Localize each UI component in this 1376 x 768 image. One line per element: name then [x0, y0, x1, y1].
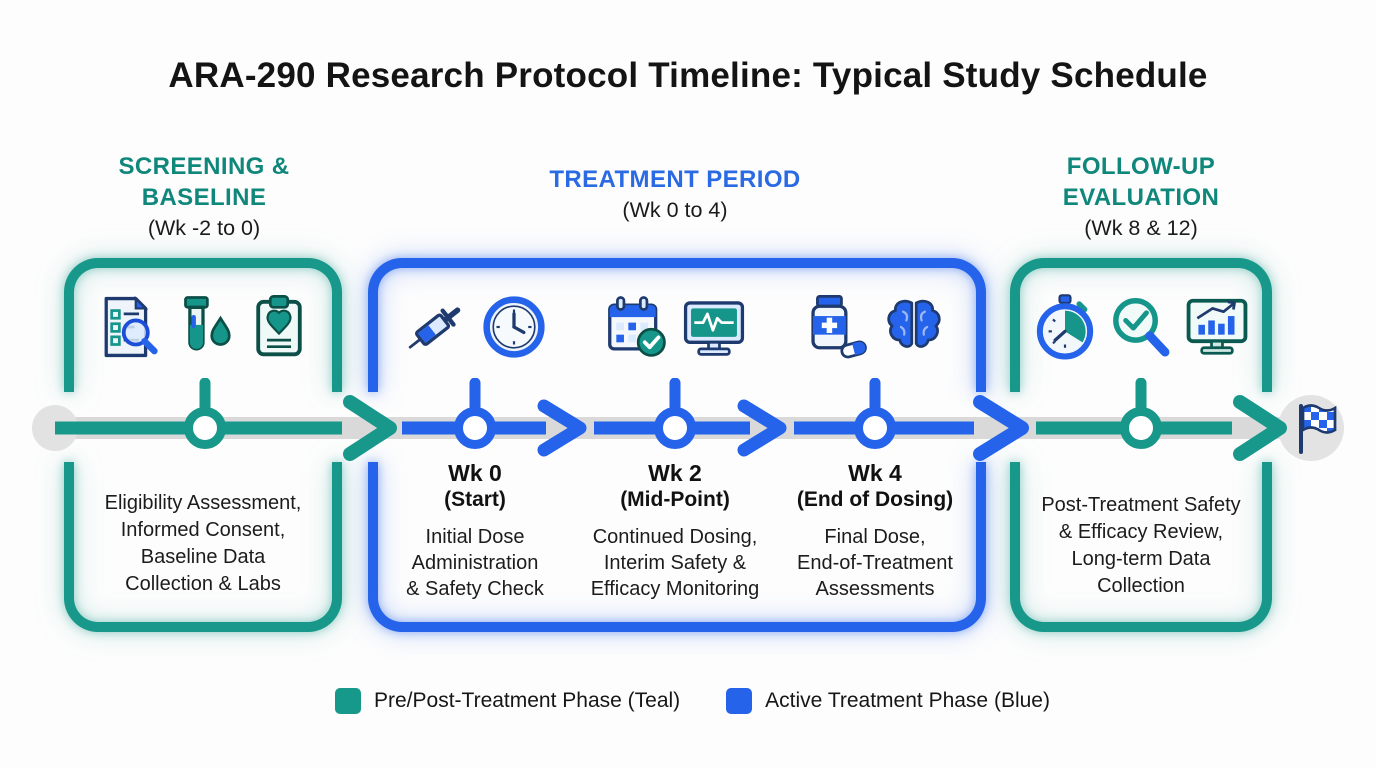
screening-icon-row — [64, 292, 342, 362]
legend-item-blue: Active Treatment Phase (Blue) — [726, 688, 1050, 714]
followup-icon-row — [1010, 292, 1272, 362]
syringe-icon — [401, 292, 471, 362]
followup-week-range: (Wk 8 & 12) — [1084, 216, 1198, 240]
pill-bottle-icon — [801, 292, 871, 362]
wk2-milestone-node — [654, 407, 696, 449]
screening-exit-arrow — [343, 395, 397, 461]
screening-box-bottom — [64, 462, 342, 632]
finish-flag-icon — [1299, 404, 1337, 454]
screening-header-line2: BASELINE — [141, 184, 267, 211]
wk0-milestone-node — [454, 407, 496, 449]
wk4-description: Final Dose, End-of-Treatment Assessments — [797, 526, 953, 600]
page-title: ARA-290 Research Protocol Timeline: Typi… — [168, 56, 1208, 95]
wk2-week-label: Wk 2 — [648, 460, 702, 486]
followup-exit-arrow — [1233, 395, 1287, 461]
wk2-icon-row — [583, 292, 767, 362]
calendar-check-icon — [601, 292, 671, 362]
wk0-milestone-block: Wk 0 (Start) Initial Dose Administration… — [370, 460, 580, 602]
screening-week-range: (Wk -2 to 0) — [147, 216, 261, 240]
followup-milestone-node — [1120, 407, 1162, 449]
screening-description: Eligibility Assessment, Informed Consent… — [104, 492, 302, 595]
wk2-description: Continued Dosing, Interim Safety & Effic… — [590, 526, 760, 600]
blue-swatch — [726, 688, 753, 714]
followup-phase-header: FOLLOW-UP EVALUATION (Wk 8 & 12) — [983, 151, 1299, 243]
wk0-description: Initial Dose Administration & Safety Che… — [406, 526, 544, 600]
magnifier-check-icon — [1106, 292, 1176, 362]
treatment-header-line1: TREATMENT PERIOD — [549, 166, 801, 193]
treatment-box-top — [368, 258, 986, 392]
wk0-sublabel: (Start) — [444, 488, 506, 511]
wk4-milestone-block: Wk 4 (End of Dosing) Final Dose, End-of-… — [770, 460, 980, 602]
wk2-milestone-block: Wk 2 (Mid-Point) Continued Dosing, Inter… — [570, 460, 780, 602]
treatment-mid-arrow-2 — [737, 399, 787, 457]
timeline — [32, 378, 1344, 461]
screening-header-line1: SCREENING & — [118, 153, 290, 180]
checklist-search-icon — [92, 292, 162, 362]
treatment-exit-arrow — [973, 395, 1029, 461]
treatment-box-bottom — [368, 462, 986, 632]
treatment-week-range: (Wk 0 to 4) — [622, 198, 728, 222]
followup-description: Post-Treatment Safety & Efficacy Review,… — [1041, 494, 1241, 597]
monitor-ecg-icon — [679, 292, 749, 362]
stopwatch-icon — [1030, 292, 1100, 362]
screening-milestone-node — [184, 407, 226, 449]
wk4-week-label: Wk 4 — [848, 460, 902, 486]
wk4-sublabel: (End of Dosing) — [796, 488, 954, 511]
legend-label-blue: Active Treatment Phase (Blue) — [765, 689, 1050, 712]
legend-item-teal: Pre/Post-Treatment Phase (Teal) — [335, 688, 680, 714]
legend-label-teal: Pre/Post-Treatment Phase (Teal) — [374, 689, 681, 712]
wk2-sublabel: (Mid-Point) — [620, 488, 730, 511]
wk0-week-label: Wk 0 — [448, 460, 502, 486]
test-tube-icon — [168, 292, 238, 362]
screening-box-top — [64, 258, 342, 392]
clipboard-heart-icon — [244, 292, 314, 362]
clock-icon — [479, 292, 549, 362]
brain-icon — [879, 292, 949, 362]
legend: Pre/Post-Treatment Phase (Teal) Active T… — [335, 688, 1050, 714]
followup-box-bottom — [1010, 462, 1272, 632]
screening-phase-header: SCREENING & BASELINE (Wk -2 to 0) — [44, 151, 364, 243]
followup-header-line2: EVALUATION — [1062, 184, 1220, 211]
treatment-mid-arrow-1 — [537, 399, 587, 457]
wk4-icon-row — [783, 292, 967, 362]
followup-box-top — [1010, 258, 1272, 392]
wk4-milestone-node — [854, 407, 896, 449]
monitor-chart-icon — [1182, 292, 1252, 362]
wk0-icon-row — [383, 292, 567, 362]
teal-swatch — [335, 688, 361, 714]
followup-header-line1: FOLLOW-UP — [1066, 153, 1216, 180]
treatment-phase-header: TREATMENT PERIOD (Wk 0 to 4) — [455, 164, 895, 225]
